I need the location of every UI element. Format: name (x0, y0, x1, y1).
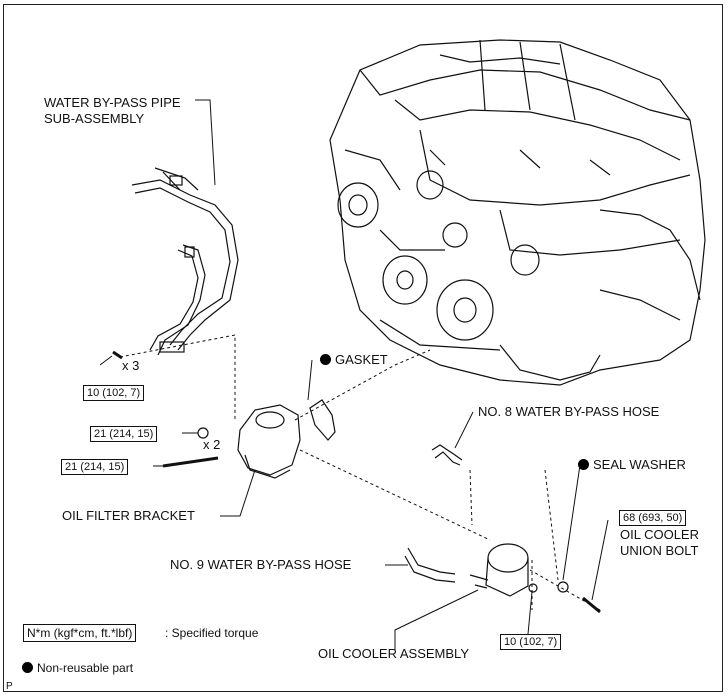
oil-filter-bracket-label: OIL FILTER BRACKET (62, 508, 195, 523)
non-reusable-dot-icon (578, 459, 589, 470)
legend-non-reusable-text: Non-reusable part (37, 661, 134, 675)
non-reusable-dot-icon (320, 354, 331, 365)
torque-bracket-bolt: 21 (214, 15) (61, 459, 129, 475)
union-bolt-label: OIL COOLER UNION BOLT (620, 527, 699, 559)
bracket-bolt-illustration (162, 456, 219, 468)
engine-illustration (329, 39, 706, 386)
corner-mark: P (6, 681, 13, 692)
water-bypass-pipe-label-line1: WATER BY-PASS PIPE (44, 95, 181, 110)
legend-torque-desc: : Specified torque (165, 626, 259, 640)
union-bolt-label-line2: UNION BOLT (620, 543, 699, 558)
seal-washer-label-text: SEAL WASHER (593, 457, 686, 472)
diagram-frame (3, 4, 723, 692)
non-reusable-dot-icon (22, 662, 33, 673)
leader-lines (99, 99, 609, 650)
water-bypass-pipe-label-line2: SUB-ASSEMBLY (44, 111, 145, 126)
union-bolt-illustration (582, 596, 601, 614)
torque-bracket-nut: 21 (214, 15) (90, 426, 158, 442)
seal-washer-illustration (557, 581, 569, 593)
torque-union-bolt: 68 (693, 50) (619, 510, 687, 526)
oil-filter-bracket-illustration (237, 404, 301, 479)
torque-pipe-bolt: 10 (102, 7) (83, 385, 145, 401)
no9-hose-illustration (404, 547, 456, 583)
gasket-label-text: GASKET (335, 352, 388, 367)
no9-hose-label: NO. 9 WATER BY-PASS HOSE (170, 557, 352, 572)
seal-washer-label: SEAL WASHER (578, 457, 686, 473)
water-bypass-pipe-label: WATER BY-PASS PIPE SUB-ASSEMBLY (44, 95, 181, 127)
oil-cooler-assembly-label: OIL COOLER ASSEMBLY (318, 646, 469, 661)
pipe-bolt-quantity: x 3 (122, 358, 140, 373)
bracket-nut-quantity: x 2 (203, 437, 221, 452)
legend-torque-box: N*m (kgf*cm, ft.*lbf) (23, 624, 137, 642)
gasket-label: GASKET (320, 352, 388, 368)
union-bolt-label-line1: OIL COOLER (620, 527, 699, 542)
water-bypass-pipe-illustration (131, 167, 239, 356)
torque-cooler-nut: 10 (102, 7) (500, 634, 562, 650)
no8-hose-illustration (431, 444, 463, 466)
cooler-nut-illustration (528, 583, 538, 593)
no8-hose-label: NO. 8 WATER BY-PASS HOSE (478, 404, 660, 419)
gasket-illustration (309, 399, 336, 441)
oil-cooler-illustration (469, 543, 529, 597)
legend-non-reusable: Non-reusable part (22, 660, 133, 676)
assembly-lines (119, 334, 601, 611)
